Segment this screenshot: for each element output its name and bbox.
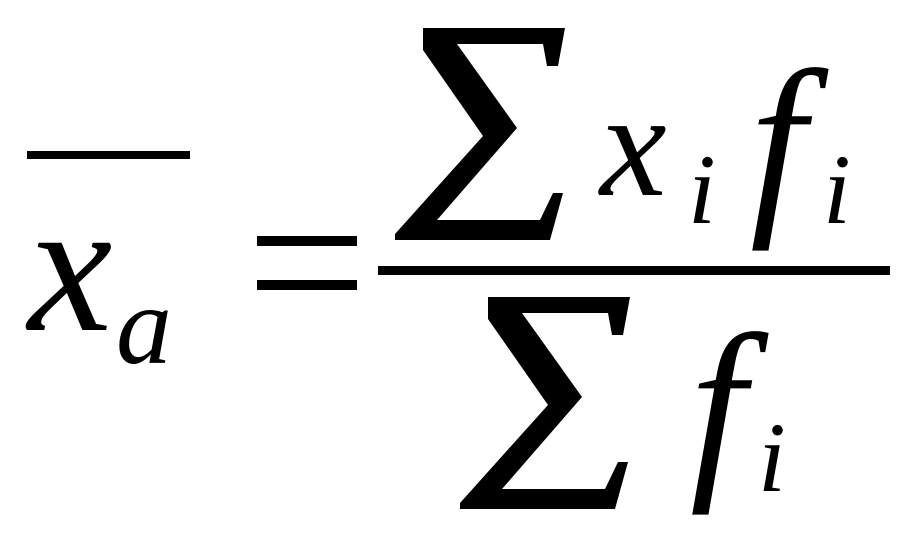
- numerator-x-subscript: i: [688, 134, 716, 245]
- denominator-f-variable: f: [690, 295, 746, 516]
- fraction-bar: [378, 266, 890, 275]
- numerator-x-variable: x: [600, 62, 667, 228]
- lhs-subscript: a: [116, 264, 172, 388]
- denominator-sigma-symbol: [460, 297, 630, 509]
- denominator-f-subscript: i: [758, 402, 786, 513]
- equals-top-bar: [257, 236, 357, 246]
- equals-bottom-bar: [257, 280, 357, 290]
- numerator-f-variable: f: [750, 31, 806, 252]
- overline-bar: [27, 151, 190, 159]
- lhs-variable: x: [28, 162, 113, 372]
- numerator-f-subscript: i: [823, 134, 851, 245]
- numerator-sigma-symbol: [395, 28, 565, 240]
